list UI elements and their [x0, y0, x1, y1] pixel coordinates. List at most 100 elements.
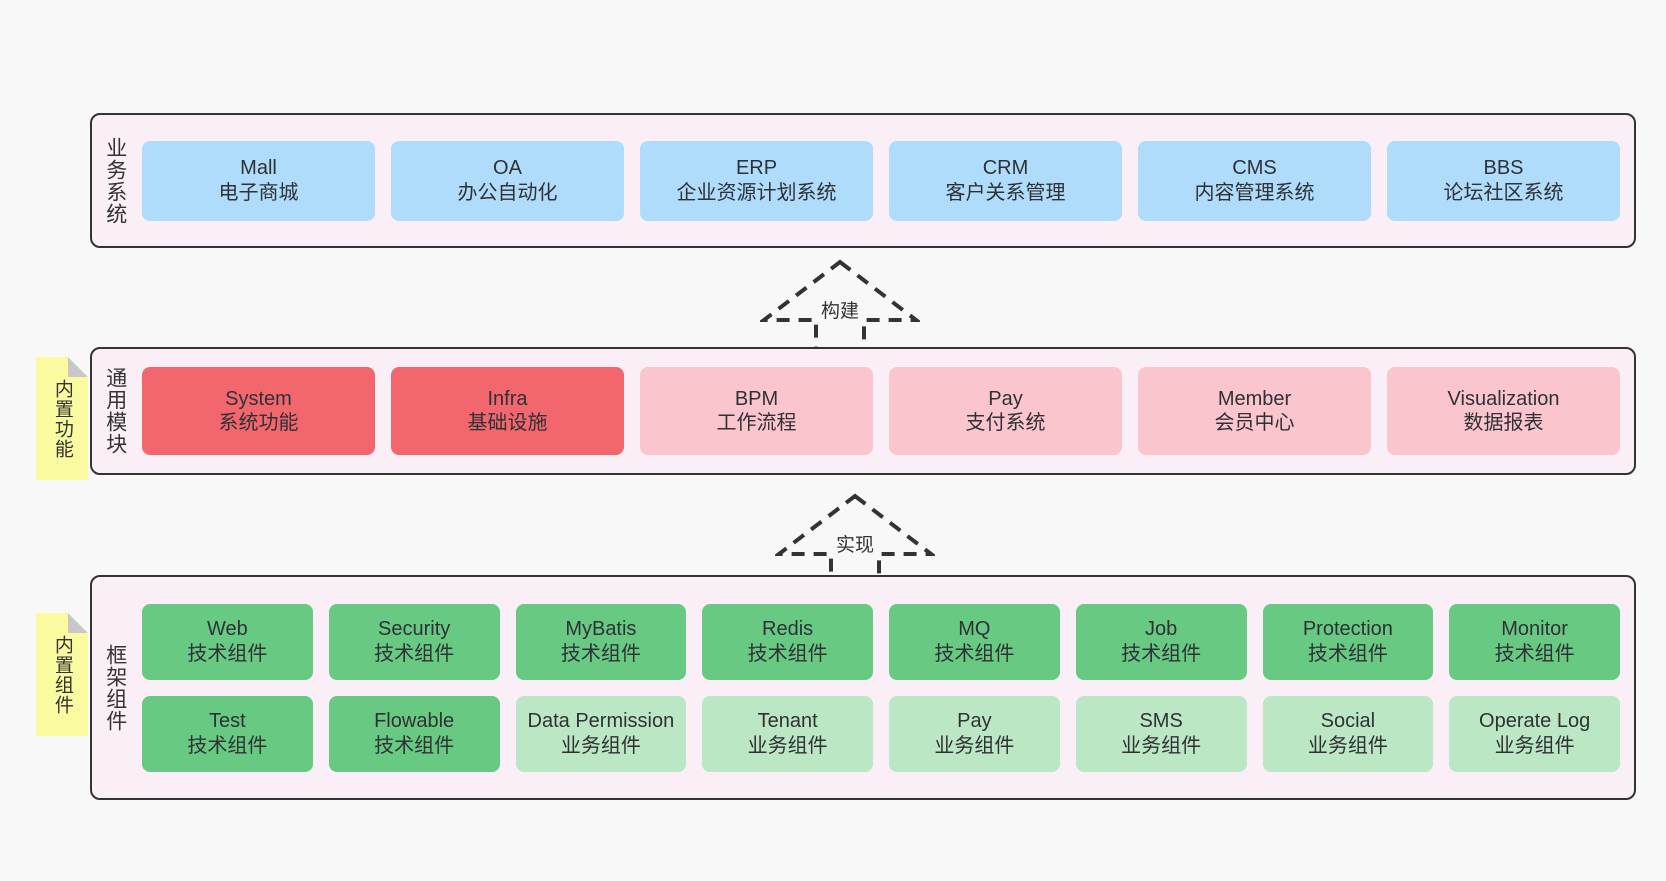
card-protection[interactable]: Protection 技术组件	[1262, 603, 1434, 680]
card-subtitle: 客户关系管理	[945, 181, 1066, 204]
card-title: Pay	[988, 387, 1023, 410]
card-cms[interactable]: CMS 内容管理系统	[1138, 140, 1371, 221]
arrow-label-implement: 实现	[835, 535, 874, 556]
card-subtitle: 技术组件	[747, 642, 828, 665]
card-title: MyBatis	[565, 618, 637, 641]
card-bpm[interactable]: BPM 工作流程	[640, 367, 873, 455]
card-title: BPM	[734, 387, 779, 410]
card-subtitle: 内容管理系统	[1194, 181, 1315, 204]
card-subtitle: 电子商城	[218, 181, 299, 204]
card-oa[interactable]: OA 办公自动化	[391, 140, 624, 221]
card-subtitle: 技术组件	[1494, 642, 1575, 665]
card-row: Mall 电子商城 OA 办公自动化 ERP 企业资源计划系统 CRM 客户关系…	[142, 140, 1620, 221]
card-title: Monitor	[1501, 618, 1568, 641]
card-operate-log[interactable]: Operate Log 业务组件	[1449, 695, 1620, 772]
card-infra[interactable]: Infra 基础设施	[391, 367, 624, 455]
card-crm[interactable]: CRM 客户关系管理	[889, 140, 1122, 221]
generalization-arrow-implement: 实现	[775, 492, 935, 588]
card-subtitle: 数据报表	[1463, 412, 1544, 434]
card-subtitle: 技术组件	[1307, 642, 1388, 665]
card-monitor[interactable]: Monitor 技术组件	[1449, 603, 1620, 680]
layer-body-framework-components: Web 技术组件 Security 技术组件 MyBatis 技术组件 Redi…	[138, 577, 1634, 798]
card-title: Web	[206, 618, 248, 641]
card-sms[interactable]: SMS 业务组件	[1075, 695, 1247, 772]
card-title: System	[225, 387, 292, 410]
card-title: OA	[493, 157, 522, 180]
card-title: Operate Log	[1479, 710, 1591, 733]
card-row: System 系统功能 Infra 基础设施 BPM 工作流程 Pay 支付系统…	[142, 367, 1620, 455]
note-fold-icon	[68, 357, 88, 377]
card-test[interactable]: Test 技术组件	[142, 695, 313, 772]
card-security[interactable]: Security 技术组件	[328, 603, 500, 680]
card-title: MQ	[958, 618, 991, 641]
layer-label-framework-components: 框架组件	[103, 643, 127, 732]
card-job[interactable]: Job 技术组件	[1075, 603, 1247, 680]
card-title: Protection	[1302, 618, 1393, 641]
card-social[interactable]: Social 业务组件	[1262, 695, 1434, 772]
card-title: Social	[1320, 710, 1376, 733]
arrow-label-build: 构建	[820, 301, 859, 322]
card-mybatis[interactable]: MyBatis 技术组件	[515, 603, 687, 680]
card-visualization[interactable]: Visualization 数据报表	[1387, 367, 1620, 455]
card-subtitle: 技术组件	[187, 734, 268, 757]
card-title: Flowable	[374, 710, 455, 733]
card-row: Test 技术组件 Flowable 技术组件 Data Permission …	[142, 695, 1620, 772]
card-subtitle: 业务组件	[1494, 734, 1575, 757]
card-title: Mall	[240, 157, 277, 180]
card-subtitle: 论坛社区系统	[1443, 181, 1564, 204]
card-subtitle: 基础设施	[467, 412, 548, 434]
layer-business-systems: 业务系统 Mall 电子商城 OA 办公自动化 ERP 企业资源计划系统 CRM…	[90, 113, 1636, 248]
card-system[interactable]: System 系统功能	[142, 367, 375, 455]
card-title: SMS	[1139, 710, 1183, 733]
card-title: Pay	[957, 710, 992, 733]
card-tenant[interactable]: Tenant 业务组件	[702, 695, 873, 772]
generalization-arrow-build: 构建	[760, 258, 920, 354]
card-title: Security	[378, 618, 451, 641]
layer-framework-components: 框架组件 Web 技术组件 Security 技术组件 MyBatis 技术组件…	[90, 575, 1636, 800]
layer-common-modules: 通用模块 System 系统功能 Infra 基础设施 BPM 工作流程 Pay…	[90, 347, 1636, 475]
card-subtitle: 技术组件	[560, 642, 641, 665]
card-title: Visualization	[1447, 387, 1560, 410]
card-mq[interactable]: MQ 技术组件	[889, 603, 1060, 680]
card-row: Web 技术组件 Security 技术组件 MyBatis 技术组件 Redi…	[142, 603, 1620, 680]
card-redis[interactable]: Redis 技术组件	[702, 603, 873, 680]
card-member[interactable]: Member 会员中心	[1138, 367, 1371, 455]
card-bbs[interactable]: BBS 论坛社区系统	[1387, 140, 1620, 221]
card-title: CRM	[982, 157, 1029, 180]
card-title: ERP	[735, 157, 778, 180]
layer-label-business-systems: 业务系统	[103, 136, 127, 225]
card-subtitle: 技术组件	[187, 642, 268, 665]
card-subtitle: 业务组件	[934, 734, 1015, 757]
card-subtitle: 技术组件	[374, 642, 455, 665]
sticky-note-builtin-features[interactable]: 内置功能	[36, 357, 88, 480]
card-flowable[interactable]: Flowable 技术组件	[328, 695, 500, 772]
card-title: CMS	[1232, 157, 1277, 180]
card-mall[interactable]: Mall 电子商城	[142, 140, 375, 221]
card-subtitle: 支付系统	[965, 412, 1046, 434]
card-subtitle: 业务组件	[747, 734, 828, 757]
sticky-note-label: 内置功能	[51, 378, 73, 459]
card-pay-module[interactable]: Pay 支付系统	[889, 367, 1122, 455]
card-title: Redis	[762, 618, 814, 641]
layer-body-common-modules: System 系统功能 Infra 基础设施 BPM 工作流程 Pay 支付系统…	[138, 349, 1634, 473]
card-title: Test	[209, 710, 246, 733]
layer-label-common-modules: 通用模块	[103, 367, 127, 455]
sticky-note-builtin-components[interactable]: 内置组件	[36, 613, 88, 736]
card-subtitle: 业务组件	[1121, 734, 1202, 757]
card-title: Tenant	[757, 710, 818, 733]
card-subtitle: 业务组件	[560, 734, 641, 757]
card-subtitle: 办公自动化	[457, 181, 558, 204]
card-title: BBS	[1483, 157, 1524, 180]
card-pay-component[interactable]: Pay 业务组件	[889, 695, 1060, 772]
card-subtitle: 技术组件	[374, 734, 455, 757]
card-erp[interactable]: ERP 企业资源计划系统	[640, 140, 873, 221]
note-fold-icon	[68, 613, 88, 633]
card-title: Member	[1217, 387, 1292, 410]
card-web[interactable]: Web 技术组件	[142, 603, 313, 680]
card-data-permission[interactable]: Data Permission 业务组件	[515, 695, 687, 772]
card-subtitle: 企业资源计划系统	[676, 181, 837, 204]
card-subtitle: 业务组件	[1307, 734, 1388, 757]
card-subtitle: 技术组件	[1121, 642, 1202, 665]
card-subtitle: 工作流程	[716, 412, 797, 434]
